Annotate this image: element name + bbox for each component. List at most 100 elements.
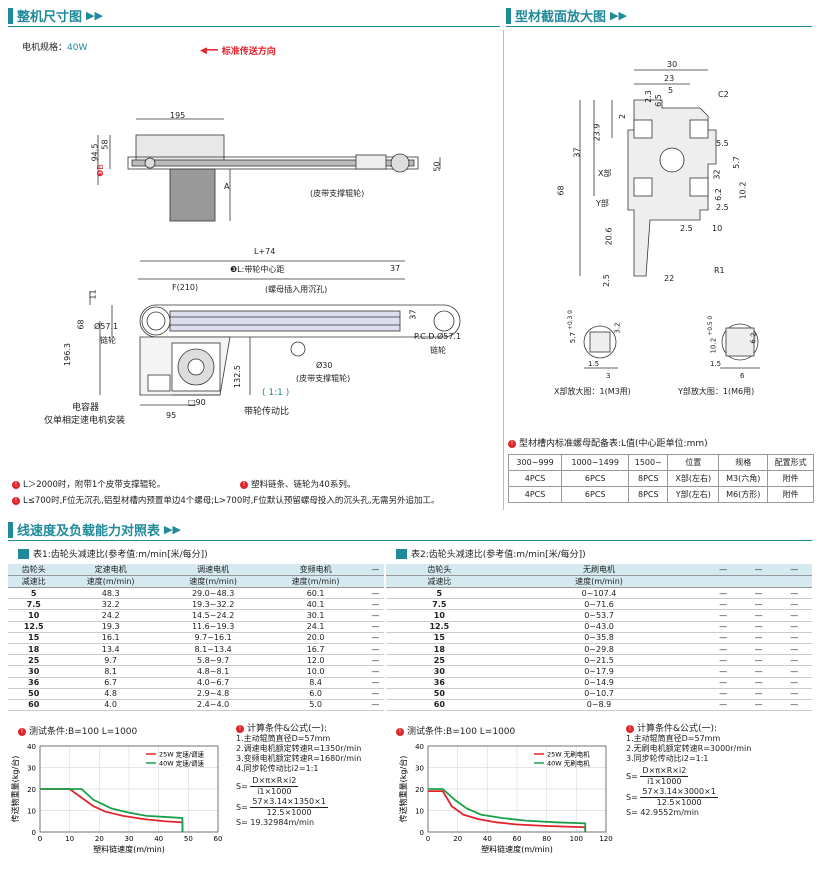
cell: 5 <box>8 587 60 600</box>
profile-section-drawing <box>579 69 717 277</box>
section-rule <box>8 26 500 27</box>
x-tick-label: 80 <box>542 835 551 843</box>
cell: — <box>740 699 777 712</box>
dim-f210: F(210) <box>172 283 199 292</box>
y-tick-label: 40 <box>27 743 36 751</box>
ydetail-10-2: 10.2 +0.5 0 <box>708 315 718 354</box>
cell: 4PCS <box>507 470 563 487</box>
test2-label: !测试条件:B=100 L=1000 <box>396 724 515 737</box>
table-icon <box>18 548 29 559</box>
cell: — <box>776 587 812 600</box>
formula-title: 计算条件&公式(一): <box>247 724 328 734</box>
formula-s: S= <box>236 803 248 812</box>
idler-label-2: (皮带支撑辊轮) <box>296 374 351 383</box>
table-header-row: 齿轮头定速电机调速电机变频电机— <box>8 564 384 576</box>
cell: — <box>740 598 777 611</box>
cell: — <box>705 587 741 600</box>
x-tick-label: 100 <box>570 835 583 843</box>
cell: 5.8~9.7 <box>161 654 265 667</box>
cell: 0~17.9 <box>492 665 706 678</box>
cell: — <box>705 699 741 712</box>
cell: 19.3 <box>59 621 162 633</box>
legend-label: 40W 无刷电机 <box>547 759 590 768</box>
x-tick-label: 0 <box>38 835 42 843</box>
cell: — <box>740 609 777 622</box>
cell: — <box>366 621 384 633</box>
cell: — <box>705 598 741 611</box>
x-axis-label: 塑料链速度(m/min) <box>93 844 165 854</box>
cell: — <box>366 564 384 576</box>
cell: 12.0 <box>264 654 367 667</box>
x-axis-label: 塑料链速度(m/min) <box>481 844 553 854</box>
section-rule <box>8 540 812 541</box>
section-rule <box>506 26 812 27</box>
cell: 4PCS <box>507 486 563 503</box>
cell: 0~71.6 <box>492 598 706 611</box>
x-tick-label: 120 <box>599 835 612 843</box>
play-arrow-icon: ▶▶ <box>164 523 181 536</box>
cell: — <box>705 564 741 576</box>
cell: 19.3~32.2 <box>161 598 265 611</box>
dim-37: 37 <box>572 147 582 158</box>
warning-icon: ! <box>12 496 20 505</box>
cell: 2.9~4.8 <box>161 688 265 700</box>
formula-line: 3.同步轮传动比i2=1:1 <box>626 754 709 763</box>
dim-37b: 37 <box>408 309 418 320</box>
xdetail-3: 3 <box>606 372 611 380</box>
table1-title: 表1:齿轮头减速比(参考值:m/min[米/每分]) <box>18 547 208 560</box>
formula-title: 计算条件&公式(一): <box>637 724 718 734</box>
cell <box>366 575 384 588</box>
y-tick-label: 20 <box>415 786 424 794</box>
cell: 速度(m/min) <box>59 575 162 588</box>
y-tick-label: 20 <box>27 786 36 794</box>
cell: — <box>740 621 777 633</box>
dim-2: 2 <box>618 113 628 120</box>
cell: 36 <box>386 677 493 689</box>
dim-5-5: 5.5 <box>716 139 729 148</box>
cell: 36 <box>8 677 60 689</box>
conveying-direction: ◀━━ 标准传送方向 <box>200 44 276 58</box>
table2-title: 表2:齿轮头减速比(参考值:m/min[米/每分]) <box>396 547 586 560</box>
sprocket-label-1: 链轮 <box>100 336 116 345</box>
formula-line: 1.主动辊筒直径D=57mm <box>236 734 331 743</box>
x-part-label: X部 <box>598 169 612 178</box>
cell: — <box>776 598 812 611</box>
header-cell: 配置形式 <box>767 454 814 471</box>
conveying-direction-label: 标准传送方向 <box>221 47 276 57</box>
cell <box>776 575 812 588</box>
left-arrow-icon: ◀━━ <box>200 45 218 56</box>
cell: 4.8~8.1 <box>161 665 265 678</box>
dim-a: A <box>224 182 230 191</box>
formula-line: 1.主动辊筒直径D=57mm <box>626 734 721 743</box>
note-2: !塑料链条、链轮为40系列。 <box>240 478 355 490</box>
dim-57-1: Ø57.1 <box>94 322 119 331</box>
cell: 0~53.7 <box>492 609 706 622</box>
note-1: !L＞2000时，附带1个皮带支撑辊轮。 <box>12 478 165 490</box>
dim-68: 68 <box>556 185 566 196</box>
x-tick-label: 50 <box>184 835 193 843</box>
xdetail-5-7: 5.7 +0.3 0 <box>567 310 578 344</box>
motor-spec: 电机规格：40W <box>22 40 87 53</box>
section-divider <box>503 30 504 510</box>
section-title-speed: 线速度及负载能力对照表 ▶▶ <box>8 520 181 539</box>
cell: 60 <box>8 699 60 712</box>
series-line-1 <box>40 788 184 832</box>
cell: 9.7 <box>59 654 162 667</box>
y-tick-label: 40 <box>415 743 424 751</box>
series-line-1 <box>428 790 587 832</box>
detail-views-drawing <box>583 323 760 369</box>
dim-l-plus-74: L+74 <box>254 247 276 256</box>
cell: — <box>705 621 741 633</box>
cell: 30 <box>386 665 493 678</box>
cell: 7.5 <box>386 598 493 611</box>
section-title-text: 型材截面放大图 <box>515 10 607 25</box>
cell: — <box>776 643 812 656</box>
